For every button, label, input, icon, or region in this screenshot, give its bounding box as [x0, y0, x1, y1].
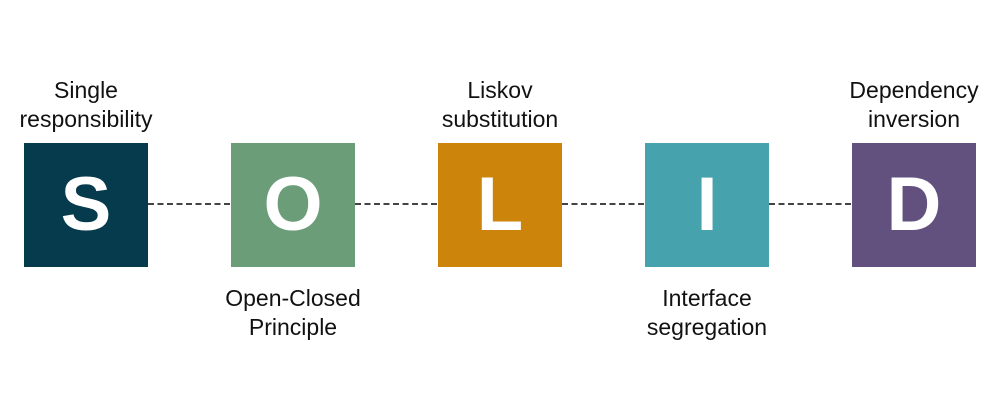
tile-d: D [852, 143, 976, 267]
tile-letter: O [263, 162, 323, 247]
caption-line: segregation [646, 314, 768, 340]
tile-o: O [231, 143, 355, 267]
tile-letter: S [60, 162, 112, 247]
caption-line: Single [54, 77, 118, 103]
connector-o-l [355, 203, 437, 205]
caption-open-closed-principle: Open-Closed Principle [198, 284, 388, 342]
caption-dependency-inversion: Dependency inversion [819, 76, 1000, 134]
caption-line: Principle [248, 314, 338, 340]
connector-l-i [562, 203, 644, 205]
caption-line: Liskov [467, 77, 533, 103]
caption-interface-segregation: Interface segregation [612, 284, 802, 342]
tile-i: I [645, 143, 769, 267]
tile-letter: D [886, 162, 942, 247]
tile-l: L [438, 143, 562, 267]
connector-s-o [148, 203, 230, 205]
tile-letter: L [476, 162, 524, 247]
caption-line: responsibility [19, 106, 153, 132]
connector-i-d [769, 203, 851, 205]
caption-line: Dependency [849, 77, 979, 103]
caption-line: Interface [662, 285, 752, 311]
caption-single-responsibility: Single responsibility [0, 76, 181, 134]
caption-line: substitution [441, 106, 559, 132]
caption-line: inversion [867, 106, 961, 132]
tile-letter: I [696, 162, 718, 247]
tile-s: S [24, 143, 148, 267]
caption-liskov-substitution: Liskov substitution [405, 76, 595, 134]
caption-line: Open-Closed [225, 285, 361, 311]
